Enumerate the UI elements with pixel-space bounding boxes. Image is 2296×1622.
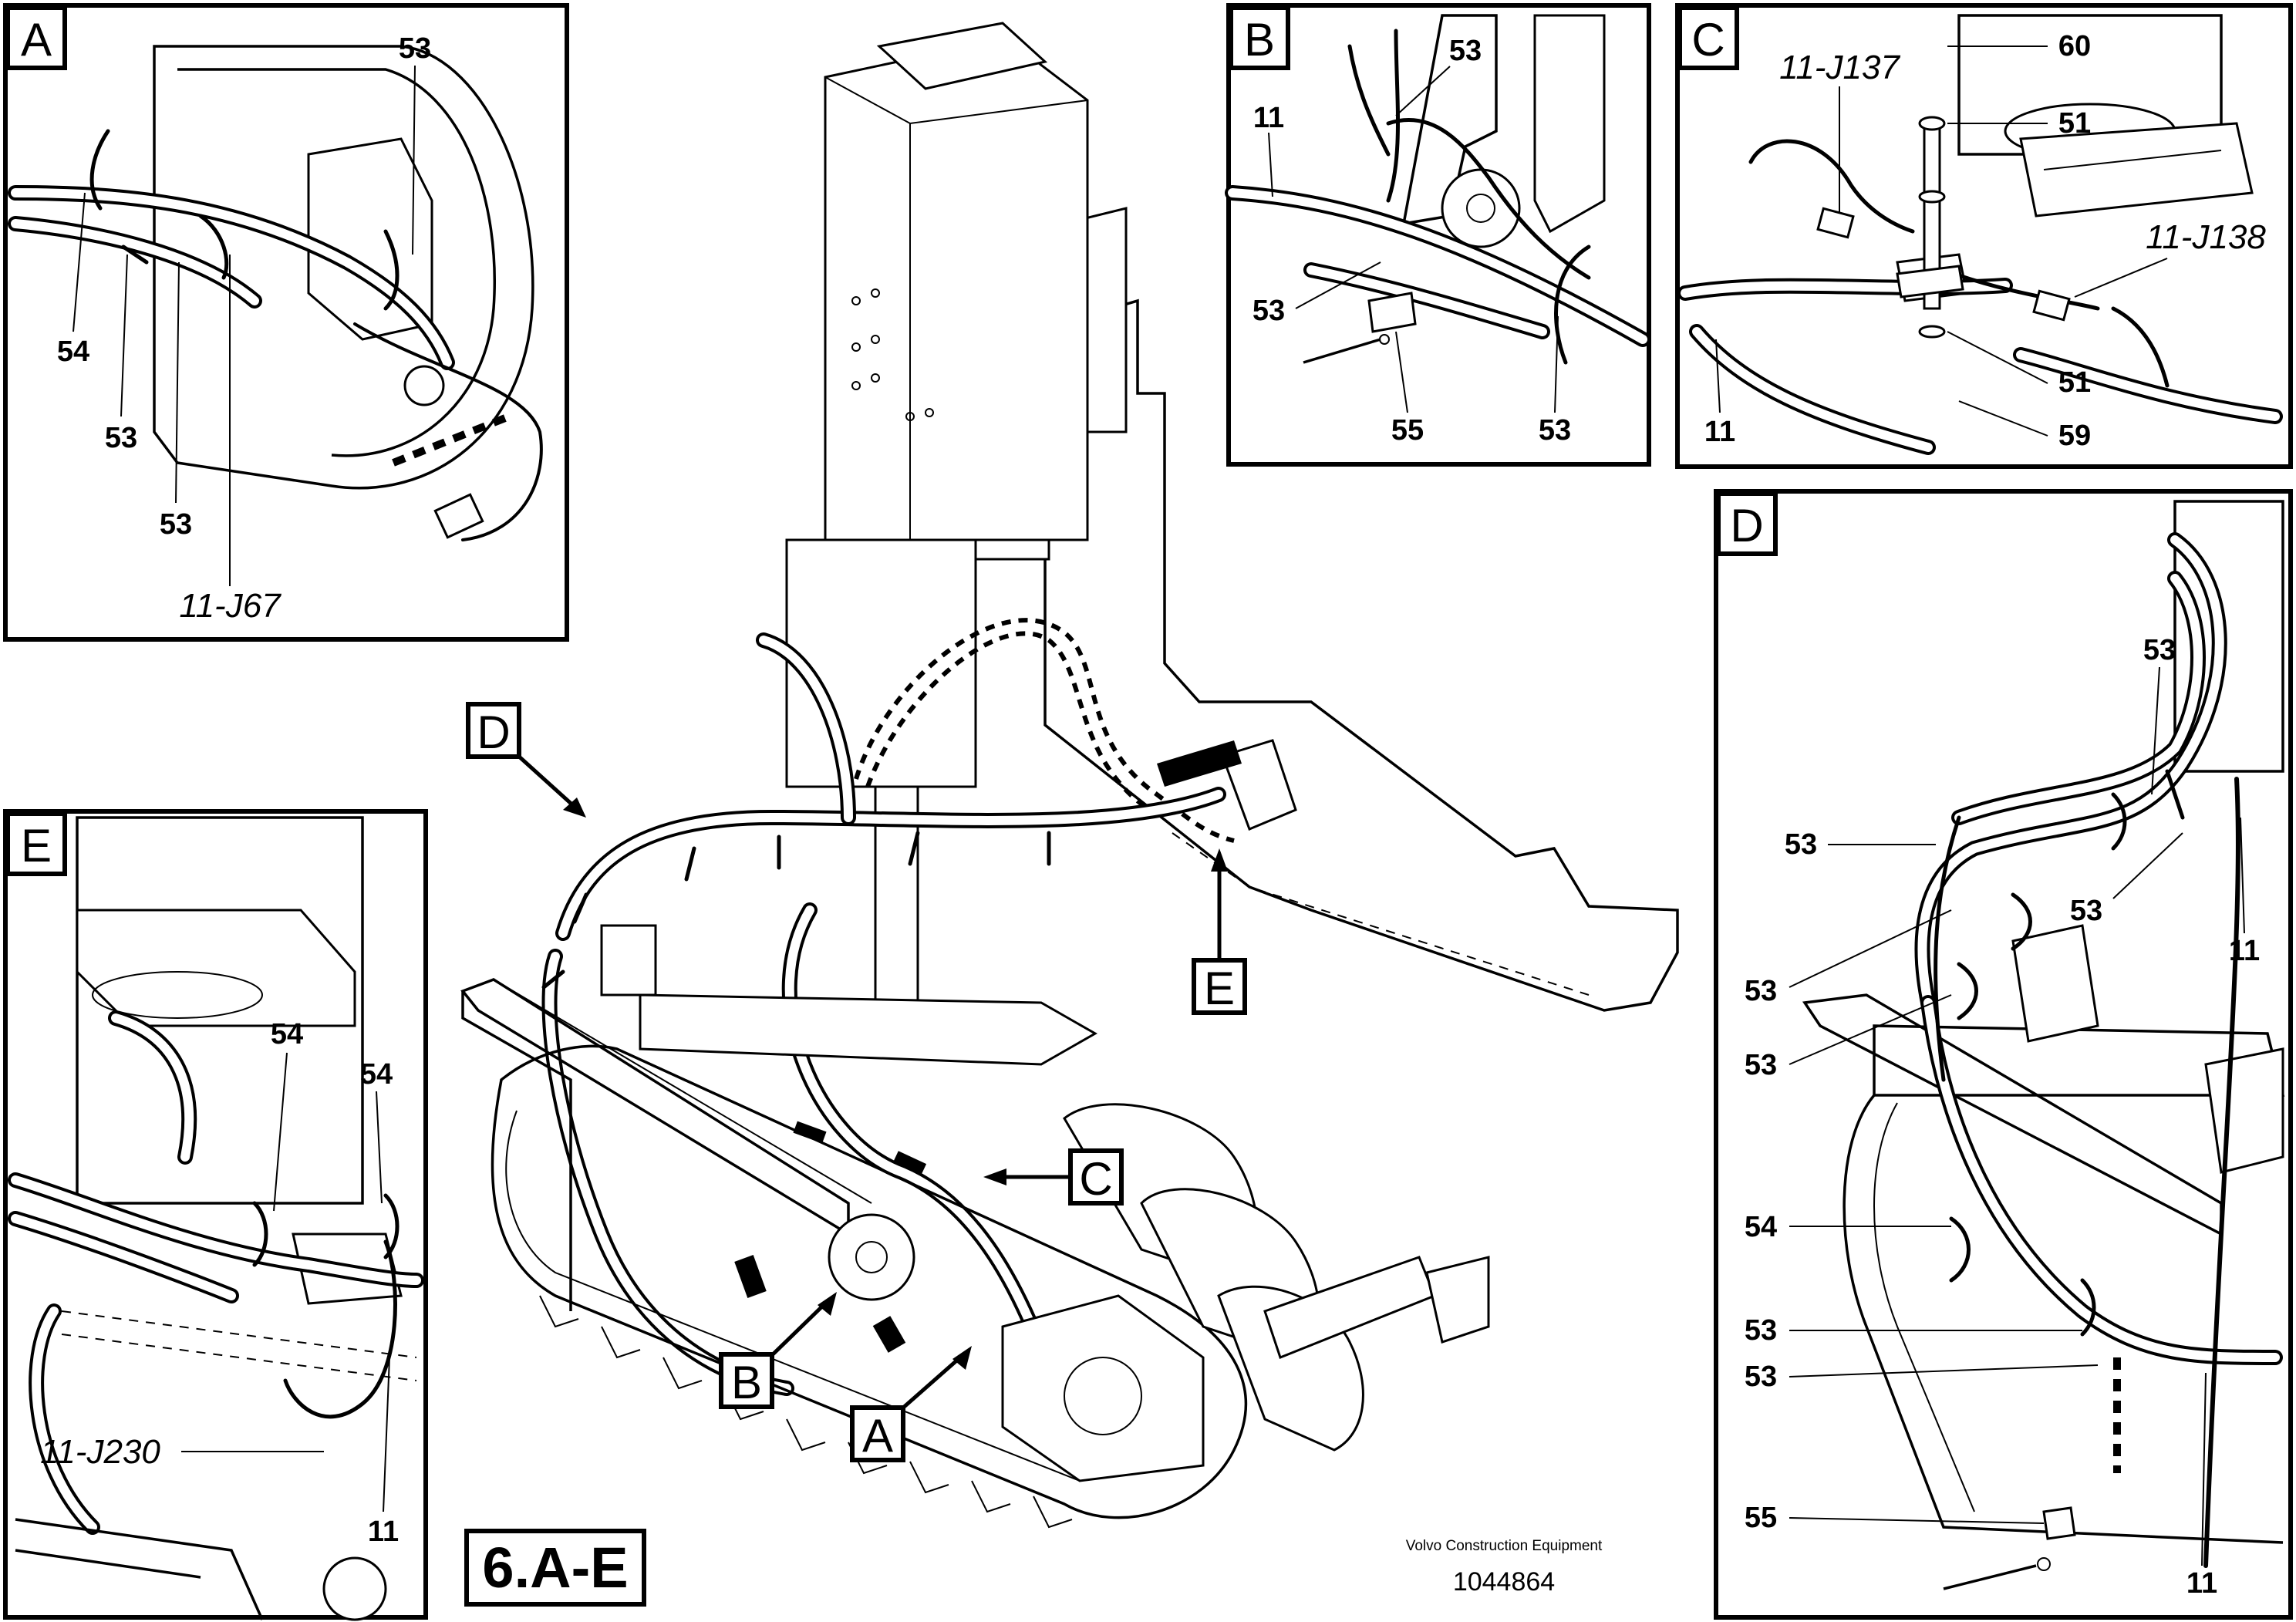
- panel-b-label-53-top: 53: [1449, 35, 1482, 67]
- panel-d-label-11-top: 11: [2229, 935, 2260, 967]
- panel-e-leader-54-right: [376, 1091, 383, 1204]
- panel-d-label-53-top: 53: [2143, 634, 2176, 666]
- panel-e-letter-box: [5, 811, 67, 876]
- panel-b-leader-55: [1395, 331, 1408, 413]
- panel-c-leader-51-bottom: [1947, 331, 2048, 384]
- panel-c-leader-11: [1715, 339, 1721, 413]
- panel-c-connector-2: 11-J138: [2146, 218, 2266, 256]
- callout-c-letter: C: [1079, 1153, 1112, 1205]
- panel-d: D 53 53 53 11 5: [1714, 489, 2293, 1620]
- panel-d-leader-53-b: [2112, 832, 2183, 899]
- manufacturer-line: Volvo Construction Equipment: [1406, 1538, 1603, 1554]
- panel-d-leader-53-d: [1789, 994, 1952, 1065]
- panel-d-label-53-c: 53: [1745, 975, 1777, 1007]
- panel-d-leader-53-c: [1789, 909, 1952, 988]
- panel-c-leader-59: [1958, 400, 2048, 437]
- panel-a-letter-box: [5, 5, 67, 70]
- panel-a-label-54: 54: [57, 336, 89, 368]
- panel-d-leader-11-bottom: [2201, 1372, 2207, 1566]
- arrowhead-d: [563, 798, 586, 818]
- panel-b-label-53-right: 53: [1539, 414, 1571, 447]
- panel-a-connector: 11-J67: [179, 587, 282, 625]
- panel-a-label-53-top: 53: [399, 32, 431, 65]
- document-number: 1044864: [1453, 1567, 1555, 1597]
- panel-d-leader-53-f: [1789, 1364, 2099, 1378]
- panel-a: A 53 54 53 53 11-J67: [3, 3, 569, 642]
- panel-a-leader-53-low: [175, 261, 180, 504]
- leader-a: [901, 1356, 962, 1410]
- panel-e-label-54-right: 54: [360, 1058, 393, 1091]
- panel-e-label-54-left: 54: [271, 1018, 303, 1050]
- arrowhead-c: [983, 1168, 1006, 1185]
- callout-box-d: [466, 702, 521, 759]
- callout-box-e: [1192, 958, 1247, 1015]
- panel-b-letter-box: [1229, 5, 1290, 70]
- panel-c-letter-box: [1677, 5, 1739, 70]
- panel-a-leader-53-mid: [120, 254, 128, 417]
- arrowhead-a: [952, 1346, 972, 1370]
- main-machine-illustration: [460, 22, 1679, 1529]
- panel-c-label-51-bottom: 51: [2058, 366, 2091, 399]
- panel-c-leader-connector-2: [2074, 258, 2168, 298]
- panel-b-leader-53-left: [1295, 261, 1381, 309]
- panel-a-frame: [3, 3, 569, 642]
- panel-c-label-51-top: 51: [2058, 107, 2091, 140]
- panel-e-letter: E: [21, 820, 52, 872]
- panel-b-label-11: 11: [1253, 102, 1284, 134]
- panel-e-label-11: 11: [368, 1516, 399, 1548]
- panel-d-letter: D: [1730, 500, 1763, 551]
- panel-b-label-55: 55: [1391, 414, 1424, 447]
- panel-c-label-60: 60: [2058, 30, 2091, 62]
- panel-c-label-59: 59: [2058, 420, 2091, 452]
- panel-a-label-53-low: 53: [160, 508, 192, 541]
- panel-d-label-53-b: 53: [2070, 895, 2102, 927]
- callout-b-letter: B: [731, 1357, 762, 1408]
- panel-e: E 54 54 11 11-J230: [3, 809, 428, 1621]
- panel-b-leader-53-right: [1554, 315, 1559, 413]
- callout-d-letter: D: [477, 706, 510, 758]
- panel-d-label-54: 54: [1745, 1211, 1777, 1243]
- panel-a-leader-53-top: [412, 65, 416, 255]
- panel-e-connector: 11-J230: [40, 1433, 160, 1471]
- panel-d-label-11-bottom: 11: [2186, 1567, 2217, 1600]
- callout-e-letter: E: [1204, 963, 1235, 1014]
- panel-a-label-53-mid: 53: [105, 422, 137, 454]
- panel-c-label-11: 11: [1704, 416, 1735, 448]
- panel-e-leader-11: [383, 1357, 390, 1512]
- panel-c-letter: C: [1691, 14, 1725, 66]
- panel-a-leader-54: [72, 192, 86, 332]
- panel-d-label-53-d: 53: [1745, 1049, 1777, 1081]
- panel-d-leader-53-top: [2151, 666, 2160, 795]
- panel-e-leader-54-left: [273, 1052, 288, 1212]
- panel-b-letter: B: [1244, 14, 1275, 66]
- panel-d-leader-55: [1789, 1517, 2045, 1524]
- panel-d-label-53-f: 53: [1745, 1361, 1777, 1393]
- panel-d-leader-11-top: [2240, 817, 2245, 934]
- panel-b: B 53 11 53 55 53: [1225, 3, 1651, 467]
- panel-a-letter: A: [21, 14, 52, 66]
- panel-b-leader-53-top: [1395, 66, 1451, 116]
- callout-a-letter: A: [862, 1410, 893, 1462]
- panel-d-label-53-a: 53: [1785, 828, 1817, 861]
- panel-d-label-55: 55: [1745, 1502, 1777, 1534]
- panel-c-connector-1: 11-J137: [1779, 49, 1900, 86]
- panel-b-leader-11: [1268, 132, 1273, 197]
- diagram-ref: 6.A-E: [482, 1536, 628, 1600]
- manufacturer-block: Volvo Construction Equipment 1044864: [1406, 1538, 1603, 1597]
- arrowhead-e: [1211, 848, 1228, 872]
- panel-d-label-53-e: 53: [1745, 1314, 1777, 1347]
- arrowhead-b: [818, 1292, 837, 1316]
- diagram-ref-box: [464, 1529, 646, 1607]
- panel-c: C 60 51 51 59 11 11-J137 11-J138: [1675, 3, 2293, 469]
- callout-box-a: [850, 1405, 905, 1462]
- panel-d-letter-box: [1716, 491, 1778, 556]
- panel-b-label-53-left: 53: [1253, 295, 1285, 327]
- callout-box-b: [719, 1352, 774, 1409]
- leader-b: [770, 1302, 827, 1357]
- main-callouts: D E C B A: [466, 702, 1247, 1462]
